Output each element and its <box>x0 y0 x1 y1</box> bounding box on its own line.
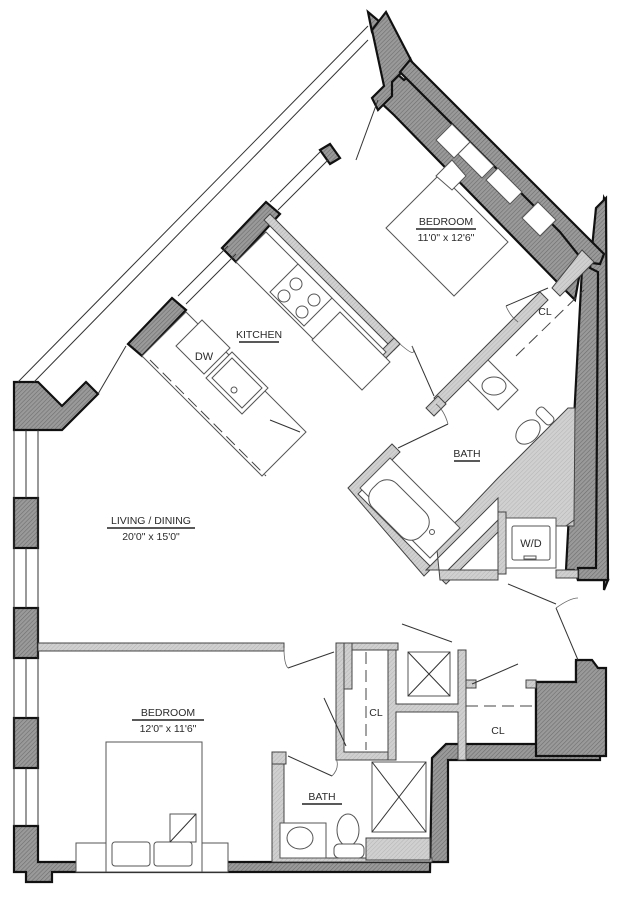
washer-dryer-label: W/D <box>520 538 541 550</box>
bath-1-name: BATH <box>453 448 480 460</box>
exterior-walls <box>12 9 610 884</box>
toilet <box>515 419 541 445</box>
closet-2-name: CL <box>369 707 383 719</box>
bath-1-fixtures <box>359 359 557 569</box>
toilet <box>336 813 360 847</box>
bath-2-name: BATH <box>308 791 335 803</box>
bedroom-1-name: BEDROOM <box>419 216 473 228</box>
dishwasher-label: DW <box>195 351 214 363</box>
closet-1-name: CL <box>538 306 552 318</box>
nightstand <box>201 842 229 873</box>
kitchen-counters <box>141 231 391 477</box>
living-dining-name: LIVING / DINING <box>111 515 191 527</box>
bedroom-2-furniture <box>75 741 229 873</box>
interior-walls <box>37 213 595 863</box>
closet-rod <box>515 289 585 357</box>
doors <box>97 99 579 777</box>
windows <box>13 25 369 826</box>
bedroom-2-dimensions: 12'0" x 11'6" <box>140 723 197 735</box>
dishwasher <box>175 319 231 375</box>
bedroom-1-furniture <box>385 123 557 297</box>
bed <box>385 173 509 297</box>
bedroom-2-name: BEDROOM <box>141 707 195 719</box>
range-stove <box>269 263 333 327</box>
refrigerator <box>311 311 391 391</box>
lower-core-fixtures <box>279 651 536 859</box>
living-dining-dimensions: 20'0" x 15'0" <box>122 531 180 543</box>
closet-3-name: CL <box>491 725 505 737</box>
room-labels: BEDROOM 11'0" x 12'6" KITCHEN LIVING / D… <box>107 216 552 805</box>
nightstand <box>75 842 107 873</box>
kitchen-name: KITCHEN <box>236 329 282 341</box>
bedroom-1-dimensions: 11'0" x 12'6" <box>418 232 475 244</box>
